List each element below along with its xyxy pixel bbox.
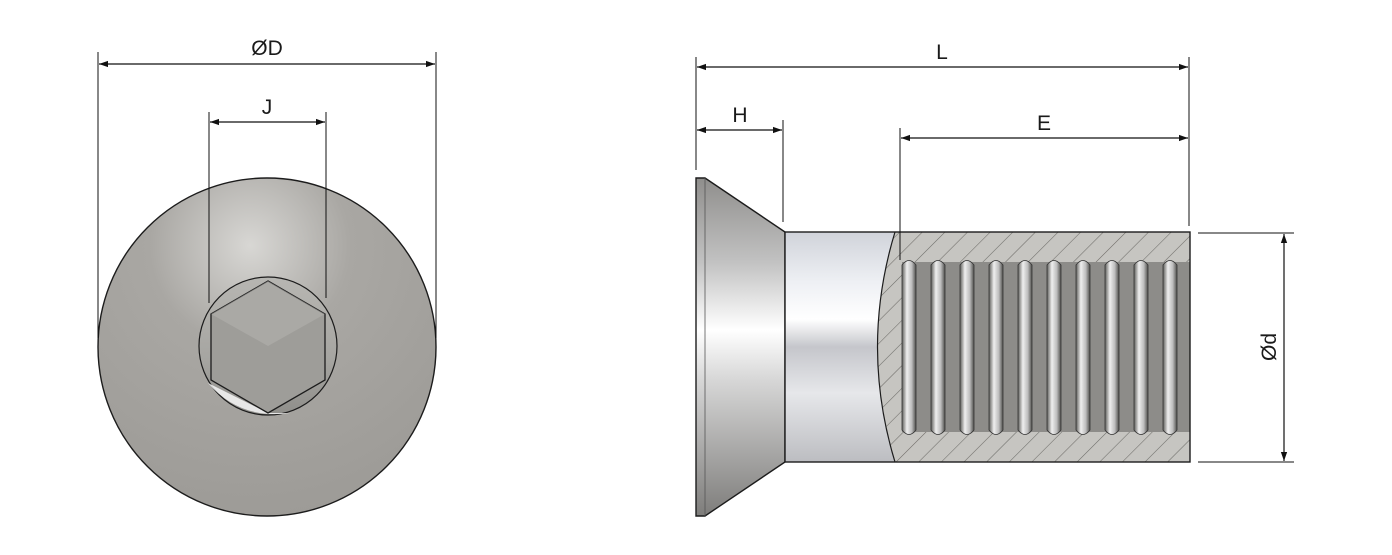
dimension-head-diameter: ØD: [97, 37, 437, 338]
dimension-length: L: [695, 41, 1190, 226]
label-thread-length: E: [1037, 112, 1051, 135]
countersunk-head: [695, 177, 786, 517]
label-length: L: [936, 41, 948, 64]
dimension-head-height: H: [697, 104, 784, 222]
section-cut: [877, 232, 1190, 462]
label-head-diameter: ØD: [251, 37, 283, 60]
label-body-diameter: Ød: [1258, 333, 1281, 361]
thread-teeth: [901, 260, 1178, 435]
hex-socket-facet: [211, 281, 325, 346]
dimension-body-diameter: Ød: [1198, 232, 1294, 463]
dimension-hex-size: J: [208, 96, 327, 303]
dimension-thread-length: E: [899, 112, 1188, 260]
side-view: [695, 177, 1191, 517]
end-view: [97, 177, 437, 517]
label-hex-size: J: [262, 96, 273, 119]
socket-recess-shadow: [208, 383, 290, 415]
section-boundary: [876, 231, 896, 463]
label-head-height: H: [732, 104, 747, 127]
shank-outline: [784, 231, 1191, 463]
